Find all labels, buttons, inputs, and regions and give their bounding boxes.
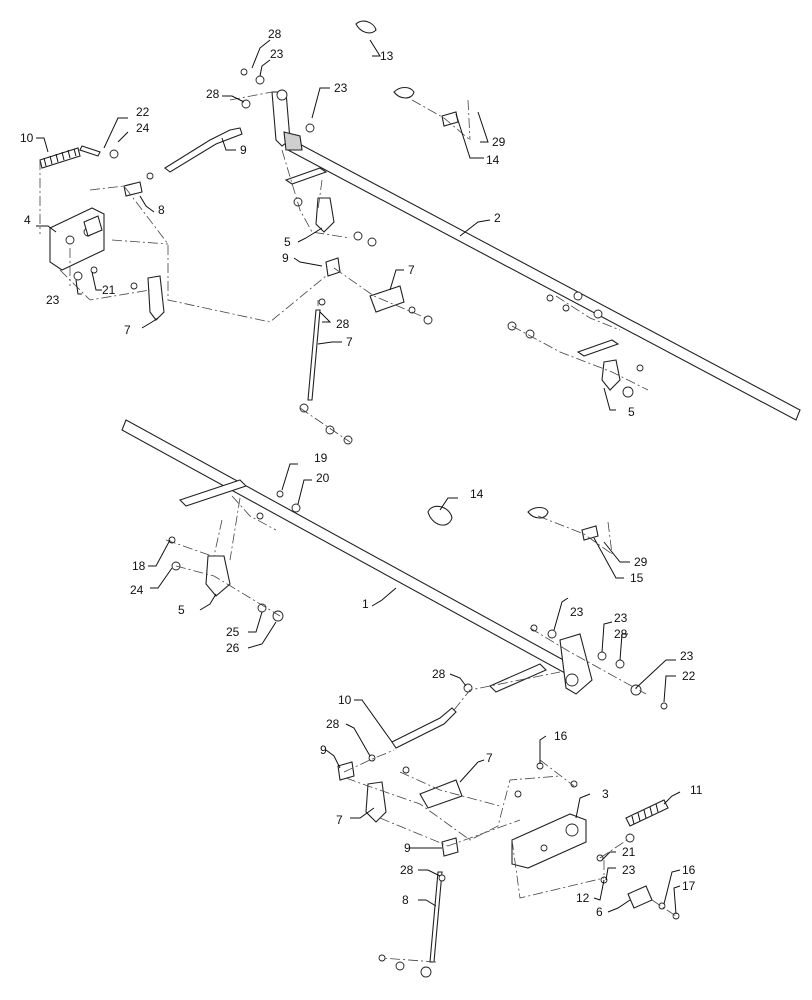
callout-14-upper: 14 [486,153,500,167]
callout-21-upper: 21 [102,283,116,297]
callout-23-upper-top: 23 [270,47,284,61]
callout-8-upper: 7 [346,335,353,349]
callout-3: 3 [602,787,609,801]
upper-pivot-block-4 [49,207,105,271]
callout-28-lower-right: 28 [614,627,628,641]
callout-28-upper-left: 28 [206,87,220,101]
upper-arm-7-left [147,275,165,321]
callout-1: 1 [362,597,369,611]
callout-5-upper-right: 5 [628,405,635,419]
callout-4: 4 [24,213,31,227]
callout-23-lower-c: 23 [622,863,636,877]
callout-22-upper: 22 [136,105,150,119]
lower-pin-9b [441,837,459,857]
lower-spring-11 [625,799,669,827]
callout-29-lower: 29 [634,555,648,569]
upper-arm-7-right [369,285,405,313]
assembly-dash-lines [39,91,677,963]
upper-rod-8 [307,309,321,401]
callout-5-lower: 5 [178,603,185,617]
lower-paddle-left [178,479,248,507]
callout-6: 6 [596,905,603,919]
lower-clip-13 [427,505,453,526]
callout-16: 16 [682,863,696,877]
callout-17: 17 [682,879,696,893]
callout-2: 2 [494,211,501,225]
lower-block-6 [627,885,653,909]
callout-leaders [36,39,681,915]
lower-pivot-plate-3 [511,813,587,869]
callout-11-upper: 10 [20,131,34,145]
callout-7-lower-right: 7 [486,751,493,765]
callout-7-lower-left: 7 [336,813,343,827]
lower-paddle-right [489,663,547,693]
callout-5-upper-left: 5 [284,235,291,249]
callout-15: 16 [554,729,568,743]
callout-22-lower: 22 [682,669,696,683]
callout-7-upper-left: 7 [124,323,131,337]
upper-paddle-right [576,339,620,357]
callout-29-upper: 29 [492,135,506,149]
callout-10-upper: 9 [240,143,247,157]
lower-link-rod-10 [391,707,457,749]
callout-12: 12 [576,891,590,905]
callout-26: 25 [226,625,240,639]
upper-clamp-ring [393,86,459,127]
upper-hardware [73,68,644,445]
shaft-2 [287,139,801,421]
callout-28-lower-shaft: 28 [432,667,446,681]
upper-pin-9b [325,257,341,277]
callout-19: 19 [314,451,328,465]
shaft-1 [121,419,579,679]
callout-9-lower-left: 9 [320,743,327,757]
upper-bolt-22 [79,145,101,157]
callout-18: 18 [132,559,146,573]
lower-bracket-5 [205,555,231,597]
callout-28-upper-rod: 28 [336,317,350,331]
callout-7-upper-right: 7 [408,263,415,277]
lower-rod-8 [429,871,443,963]
lower-clamp-ring [527,506,599,541]
callout-23-upper-block: 23 [46,293,60,307]
lower-arm-7-left [365,781,387,823]
lower-lever-arm [559,633,593,695]
upper-spring-11 [39,147,81,169]
callout-24-upper: 24 [136,121,150,135]
callout-13-lower: 14 [470,487,484,501]
callout-24-lower: 23 [680,649,694,663]
callout-9-upper-left: 8 [158,203,165,217]
callout-28-lower-bottom: 28 [400,863,414,877]
lower-hardware [168,490,680,978]
upper-clip-13 [355,20,377,34]
callout-14-lower: 15 [630,571,644,585]
callout-20: 20 [316,471,330,485]
callout-9-upper-mid: 9 [282,251,289,265]
lower-arm-7-right [419,779,463,809]
upper-right-bracket-5 [601,359,621,391]
callout-labels: 10 22 24 4 28 23 13 28 23 9 8 29 14 2 5 … [20,27,703,919]
callout-28-lower-rod: 28 [326,717,340,731]
callout-21-lower: 21 [622,845,636,859]
upper-bracket-5 [315,197,335,233]
callout-23-lower-a: 23 [570,605,584,619]
callout-8-lower: 8 [402,893,409,907]
callout-23-lower-b: 23 [614,611,628,625]
callout-9-lower-bottom: 9 [404,841,411,855]
callout-11-lower: 11 [690,783,703,797]
upper-paddle-left [284,167,328,185]
callout-28-upper-top: 28 [268,27,282,41]
callout-23-upper-mid: 23 [334,81,348,95]
upper-lever-arm [271,89,303,151]
callout-13-upper: 13 [380,49,394,63]
callout-25: 24 [130,583,144,597]
callout-10-lower: 10 [338,693,352,707]
callout-27: 26 [226,641,240,655]
